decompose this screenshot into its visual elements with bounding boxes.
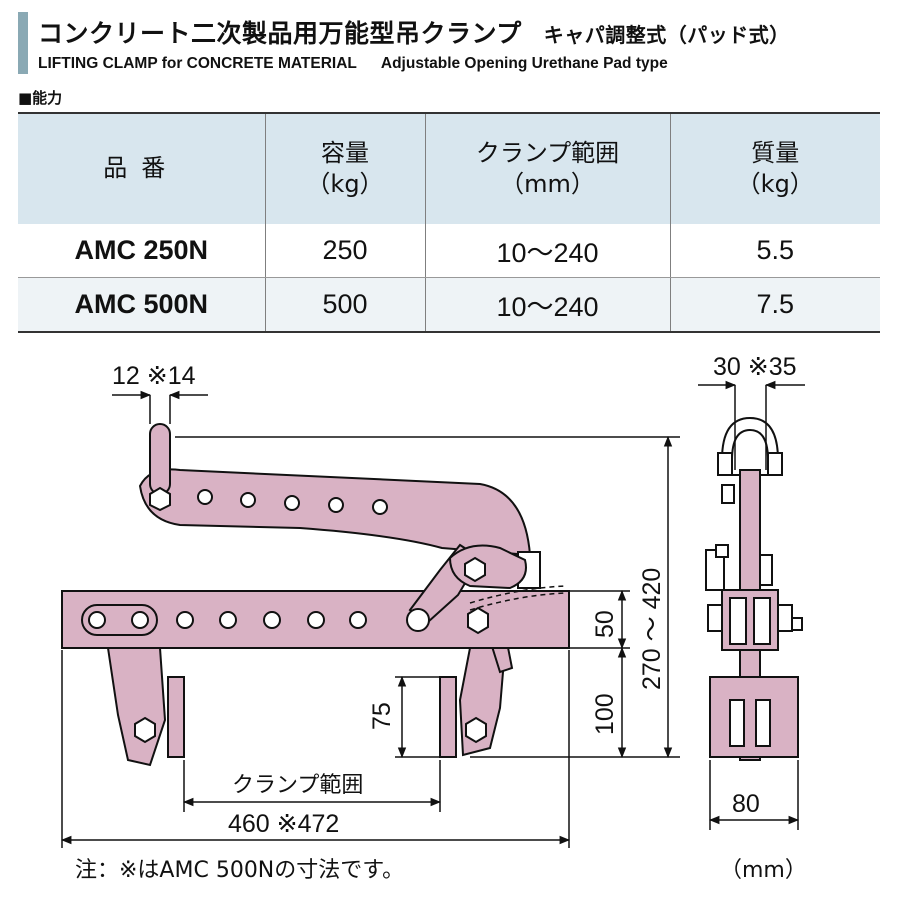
header-capacity: 容量 （kg） (264, 113, 425, 224)
spring-dashed-line (469, 592, 566, 611)
side-view-dimensions (698, 380, 805, 830)
dim-75: 75 (368, 702, 396, 730)
clamp-side-view (705, 416, 803, 761)
cell-model: AMC 500N (18, 277, 265, 332)
dim-length: 460 ※472 (228, 810, 339, 838)
header-range-unit: （mm） (500, 170, 595, 198)
page-title: コンクリート二次製品用万能型吊クランプキャパ調整式（パッド式） (38, 14, 790, 50)
dim-clamp-range: クランプ範囲 (232, 773, 363, 798)
title-accent-bar (18, 12, 28, 74)
table-row: AMC 500N 500 10～240 7.5 (18, 277, 880, 332)
header-capacity-unit: （kg） (306, 170, 384, 198)
title-en-sub: Adjustable Opening Urethane Pad type (380, 55, 668, 72)
cell-model: AMC 250N (18, 224, 265, 278)
right-pad (439, 676, 457, 758)
dim-50: 50 (591, 610, 619, 638)
clamp-front-view (61, 423, 570, 767)
footnote: 注：※はAMC 500Nの寸法です。 (75, 858, 405, 883)
header-capacity-label: 容量 (321, 138, 369, 167)
cell-range: 10～240 (424, 277, 670, 332)
dim-width: 80 (732, 790, 760, 818)
header-range: クランプ範囲 （mm） (424, 113, 670, 224)
header-weight-label: 質量 (751, 138, 800, 167)
front-view-dimensions (60, 390, 680, 848)
dim-100: 100 (591, 693, 619, 735)
header-model: 品番 (18, 113, 265, 224)
header-weight: 質量 （kg） (669, 113, 880, 224)
front-view-holes (81, 486, 489, 744)
left-pad (167, 676, 185, 758)
spec-table: 品番 容量 （kg） クランプ範囲 （mm） 質量 （kg） AMC 250N 250… (18, 112, 880, 333)
dim-top-right: 30 ※35 (713, 353, 797, 381)
cell-range: 10～240 (424, 224, 670, 278)
side-pad (709, 676, 799, 758)
cell-weight: 7.5 (669, 277, 880, 332)
table-row: AMC 250N 250 10～240 5.5 (18, 224, 880, 278)
lifting-handle (149, 423, 171, 495)
title-en: LIFTING CLAMP for CONCRETE MATERIAL (38, 55, 357, 72)
cell-weight: 5.5 (669, 224, 880, 278)
table-header-row: 品番 容量 （kg） クランプ範囲 （mm） 質量 （kg） (18, 113, 880, 224)
dim-top-left: 12 ※14 (112, 362, 196, 390)
cell-capacity: 500 (264, 277, 425, 332)
title-jp: コンクリート二次製品用万能型吊クランプ (38, 19, 522, 48)
lower-arm (106, 647, 167, 767)
title-sub-jp: キャパ調整式（パッド式） (543, 23, 790, 47)
cell-capacity: 250 (264, 224, 425, 278)
unit-label: （mm） (720, 858, 807, 883)
dim-height: 270 ～ 420 (638, 568, 666, 690)
header-range-label: クランプ範囲 (475, 138, 620, 167)
page-subtitle: LIFTING CLAMP for CONCRETE MATERIAL Adjus… (38, 55, 668, 73)
header-weight-unit: （kg） (736, 170, 814, 198)
section-label: ■能力 (18, 89, 63, 107)
